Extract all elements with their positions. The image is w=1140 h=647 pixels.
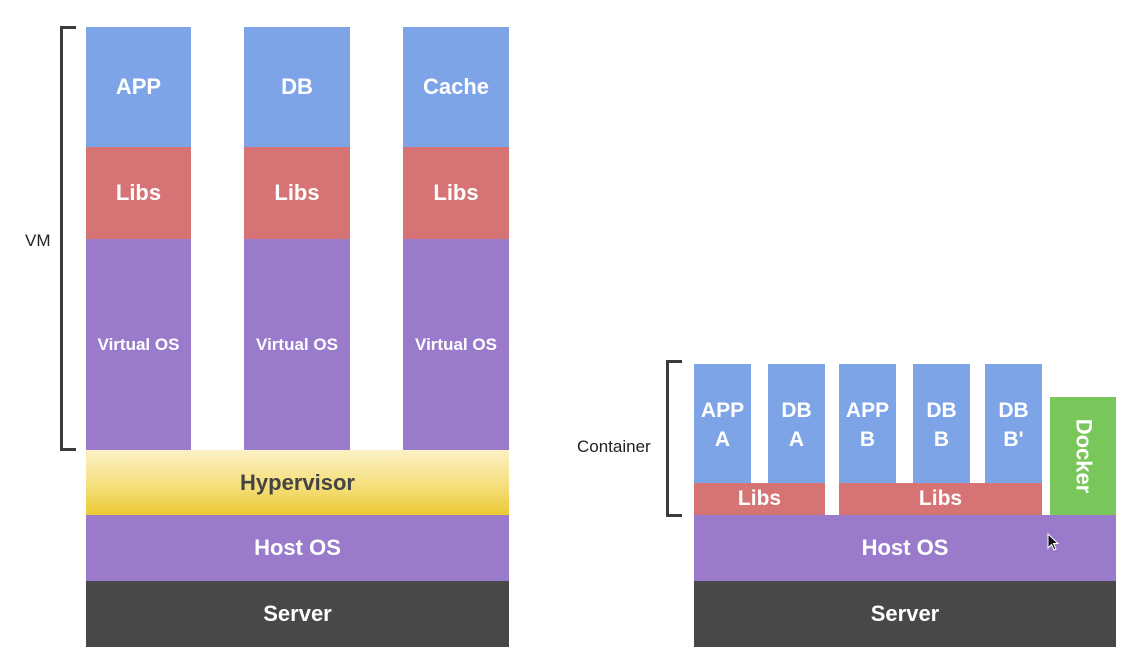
container-db-a-block: DB A	[768, 364, 825, 483]
vm-db-block: DB	[244, 27, 350, 147]
container-server-layer: Server	[694, 581, 1116, 647]
docker-label: Docker	[1071, 418, 1096, 494]
container-libs-a-block: Libs	[694, 483, 825, 515]
vm-libs-block: Libs	[86, 147, 191, 239]
vm-server-layer: Server	[86, 581, 509, 647]
vm-virtual-os-block: Virtual OS	[244, 239, 350, 450]
vm-label: VM	[25, 231, 51, 250]
container-libs-b-block: Libs	[839, 483, 1042, 515]
container-app-b-block: APP B	[839, 364, 896, 483]
vm-virtual-os-block: Virtual OS	[403, 239, 509, 450]
container-db-b-prime-block: DB B'	[985, 364, 1042, 483]
container-label: Container	[577, 437, 651, 456]
vm-virtual-os-block: Virtual OS	[86, 239, 191, 450]
vm-app-block: APP	[86, 27, 191, 147]
vm-bracket	[60, 26, 76, 451]
vm-libs-block: Libs	[403, 147, 509, 239]
container-app-a-block: APP A	[694, 364, 751, 483]
docker-engine-block: Docker	[1050, 397, 1116, 515]
mouse-cursor-icon	[1047, 533, 1060, 551]
container-host-os-layer: Host OS	[694, 515, 1116, 581]
vm-cache-block: Cache	[403, 27, 509, 147]
hypervisor-layer: Hypervisor	[86, 450, 509, 515]
container-bracket	[666, 360, 682, 517]
vm-host-os-layer: Host OS	[86, 515, 509, 581]
container-db-b-block: DB B	[913, 364, 970, 483]
vm-libs-block: Libs	[244, 147, 350, 239]
